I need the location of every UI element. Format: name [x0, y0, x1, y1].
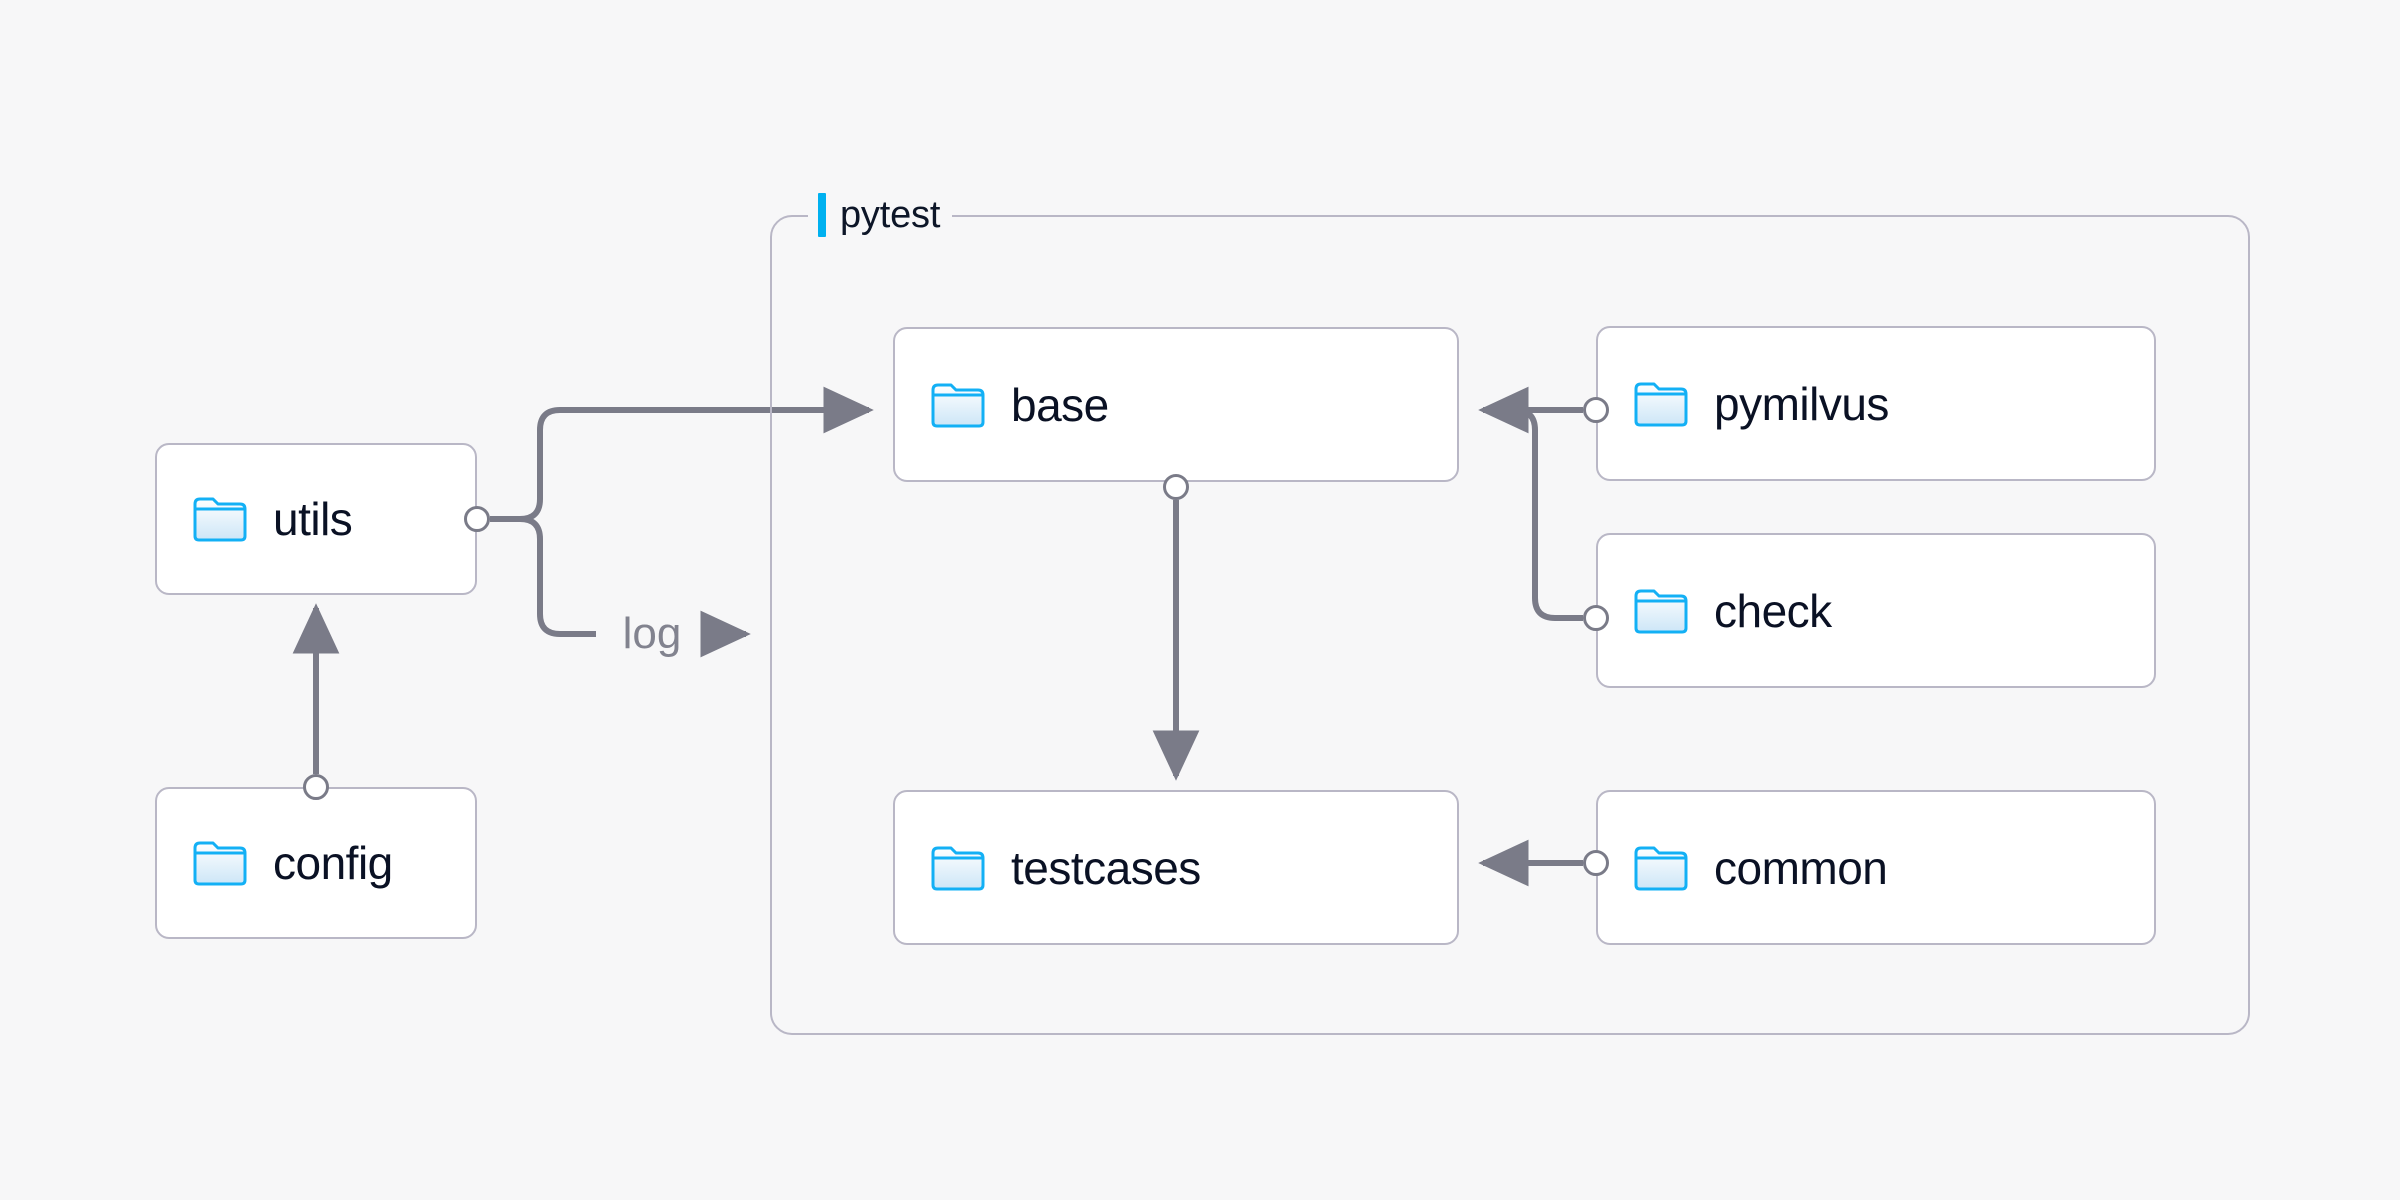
node-pymilvus[interactable]: pymilvus — [1596, 326, 2156, 481]
folder-icon — [931, 846, 985, 890]
node-label: check — [1714, 584, 1832, 637]
port-config-top[interactable] — [303, 774, 329, 800]
folder-icon — [931, 383, 985, 427]
node-check[interactable]: check — [1596, 533, 2156, 688]
edge-label-log: log — [622, 609, 682, 658]
node-label: base — [1011, 378, 1109, 431]
port-base-bottom[interactable] — [1163, 474, 1189, 500]
node-label: pymilvus — [1714, 377, 1889, 430]
node-label: utils — [273, 493, 353, 545]
node-label: testcases — [1011, 841, 1201, 894]
folder-icon — [1634, 846, 1688, 890]
node-label: config — [273, 837, 393, 889]
port-check-left[interactable] — [1583, 605, 1609, 631]
folder-icon — [193, 497, 247, 542]
node-config[interactable]: config — [155, 787, 477, 939]
group-title: pytest — [840, 194, 941, 236]
edge-utils-log — [490, 516, 596, 637]
group-pytest-header: pytest — [808, 193, 953, 237]
group-accent-bar — [818, 193, 826, 237]
port-utils-right[interactable] — [464, 506, 490, 532]
node-utils[interactable]: utils — [155, 443, 477, 595]
port-common-left[interactable] — [1583, 850, 1609, 876]
port-pymilvus-left[interactable] — [1583, 397, 1609, 423]
folder-icon — [1634, 382, 1688, 426]
group-pytest[interactable] — [770, 215, 2250, 1035]
node-label: common — [1714, 841, 1888, 894]
folder-icon — [1634, 589, 1688, 633]
node-common[interactable]: common — [1596, 790, 2156, 945]
folder-icon — [193, 841, 247, 886]
node-testcases[interactable]: testcases — [893, 790, 1459, 945]
node-base[interactable]: base — [893, 327, 1459, 482]
